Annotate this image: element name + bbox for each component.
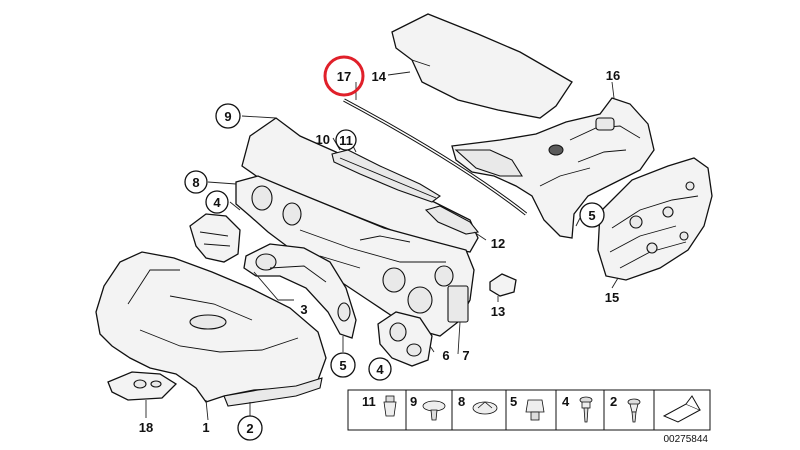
callout-2: 2 — [246, 421, 253, 436]
part-10-cowl-strip — [331, 149, 441, 203]
part-12-cover-strip — [424, 205, 480, 235]
main-bulkhead — [235, 175, 475, 337]
callout-4-left: 4 — [213, 195, 221, 210]
callout-10: 10 — [316, 132, 330, 147]
clip-11-icon — [383, 395, 397, 417]
part-2-edge-cover — [223, 377, 323, 407]
reference-number: 00275844 — [664, 434, 709, 445]
callout-8: 8 — [192, 175, 199, 190]
callout-13: 13 — [491, 304, 505, 319]
callout-14: 14 — [372, 69, 387, 84]
legend-label-5: 5 — [510, 394, 517, 409]
part-4-left-bracket — [189, 213, 241, 263]
push-rivet-9-icon — [422, 400, 446, 421]
part-6-plate — [377, 311, 433, 367]
legend-label-8: 8 — [458, 394, 465, 409]
expanding-rivet-8-icon — [472, 401, 498, 415]
callout-5-lower: 5 — [339, 358, 346, 373]
callout-7: 7 — [462, 348, 469, 363]
callout-15: 15 — [605, 290, 619, 305]
callout-6: 6 — [442, 348, 449, 363]
callout-17: 17 — [337, 69, 351, 84]
nut-5-icon — [525, 399, 545, 421]
legend-label-2: 2 — [610, 394, 617, 409]
legend-label-4: 4 — [562, 394, 570, 409]
part-14-insulation-mat — [391, 13, 573, 119]
part-13-clip — [489, 273, 517, 297]
callout-3: 3 — [300, 302, 307, 317]
callout-16: 16 — [606, 68, 620, 83]
part-16-bulkhead-insulation — [451, 97, 655, 239]
legend-label-11: 11 — [362, 394, 376, 409]
callout-1: 1 — [202, 420, 209, 435]
fastener-legend: 11 9 8 5 4 2 — [347, 389, 711, 431]
callout-11: 11 — [339, 133, 353, 148]
callout-5-right: 5 — [588, 208, 595, 223]
part-18-small-tray — [107, 371, 178, 401]
legend-label-9: 9 — [410, 394, 417, 409]
callout-18: 18 — [139, 420, 153, 435]
part-15-acoustic-panel — [597, 157, 713, 281]
screw-4-icon — [579, 396, 593, 423]
screw-2-icon — [627, 398, 641, 423]
callout-labels: 17 14 16 9 10 11 8 4 12 5 3 13 15 5 4 6 … — [139, 68, 620, 441]
callout-9: 9 — [224, 109, 231, 124]
highlight-circle — [323, 55, 365, 97]
part-17-seal-strip — [343, 98, 528, 216]
callout-4-lower: 4 — [376, 362, 384, 377]
part-3-bracket — [243, 243, 357, 339]
arrow-icon — [662, 395, 702, 423]
callout-12: 12 — [491, 236, 505, 251]
